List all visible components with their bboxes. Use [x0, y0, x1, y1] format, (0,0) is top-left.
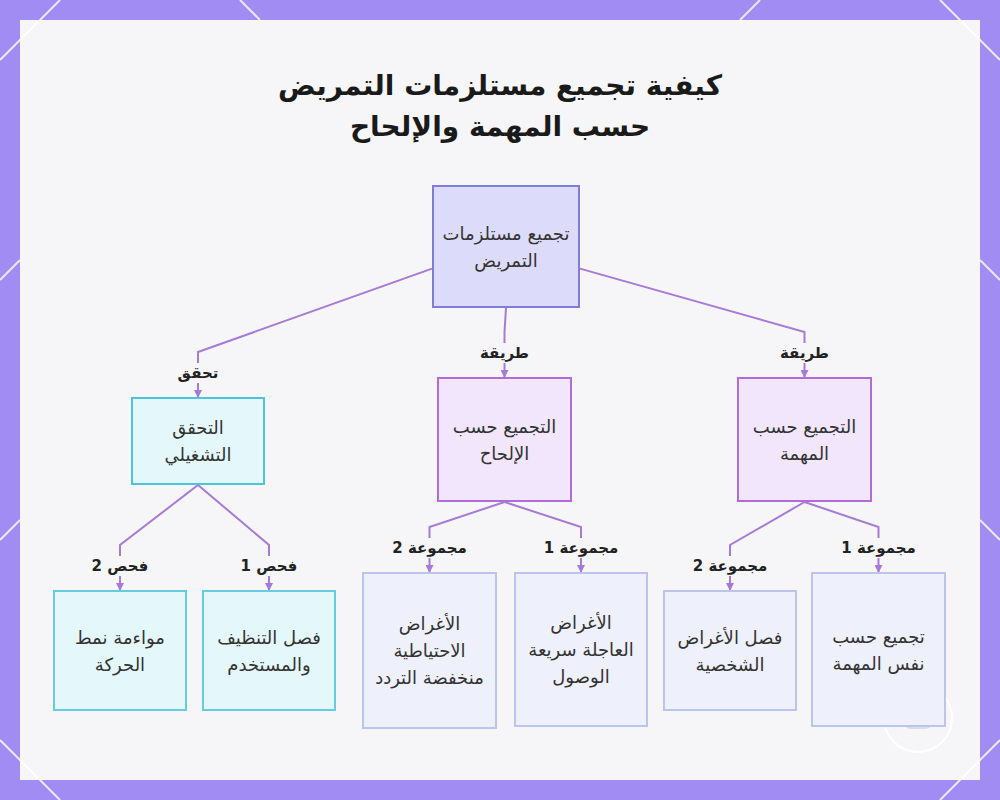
- edge-label: مجموعة 2: [388, 538, 471, 558]
- edge-label: مجموعة 1: [540, 538, 623, 558]
- group-box: فصل الأغراض الشخصية: [663, 590, 797, 711]
- group-box: تجميع حسب نفس المهمة: [811, 572, 946, 727]
- node-label: تجميع حسب نفس المهمة: [821, 623, 936, 677]
- node-label: فصل التنظيف والمستخدم: [212, 624, 326, 678]
- node-label: الأغراض العاجلة سريعة الوصول: [524, 609, 638, 690]
- check-item-box: فصل التنظيف والمستخدم: [202, 590, 336, 711]
- node-label: التجميع حسب الإلحاح: [447, 413, 562, 467]
- check-box: التحقق التشغيلي: [131, 397, 265, 485]
- root-box: تجميع مستلزمات التمريض: [432, 185, 580, 308]
- node-label: فصل الأغراض الشخصية: [673, 624, 787, 678]
- edge-label: طريقة: [476, 343, 533, 363]
- method-box: التجميع حسب الإلحاح: [437, 377, 572, 502]
- node-label: الأغراض الاحتياطية منخفضة التردد: [372, 610, 487, 691]
- group-box: الأغراض العاجلة سريعة الوصول: [514, 572, 648, 727]
- edge-label: فحص 1: [237, 556, 302, 576]
- node-label: تجميع مستلزمات التمريض: [442, 220, 570, 274]
- node-label: التجميع حسب المهمة: [747, 413, 862, 467]
- method-box: التجميع حسب المهمة: [737, 377, 872, 502]
- node-label: التحقق التشغيلي: [141, 414, 255, 468]
- connector: [580, 269, 805, 377]
- edge-label: فحص 2: [88, 556, 153, 576]
- diagram-title: كيفية تجميع مستلزمات التمريض حسب المهمة …: [250, 66, 750, 147]
- edge-label: طريقة: [776, 343, 833, 363]
- connector: [730, 502, 805, 590]
- node-label: مواءمة نمط الحركة: [63, 624, 177, 678]
- group-box: الأغراض الاحتياطية منخفضة التردد: [362, 572, 497, 729]
- edge-label: تحقق: [174, 363, 223, 383]
- edge-label: مجموعة 1: [837, 538, 920, 558]
- connector: [198, 269, 432, 397]
- edge-label: مجموعة 2: [689, 556, 772, 576]
- check-item-box: مواءمة نمط الحركة: [53, 590, 187, 711]
